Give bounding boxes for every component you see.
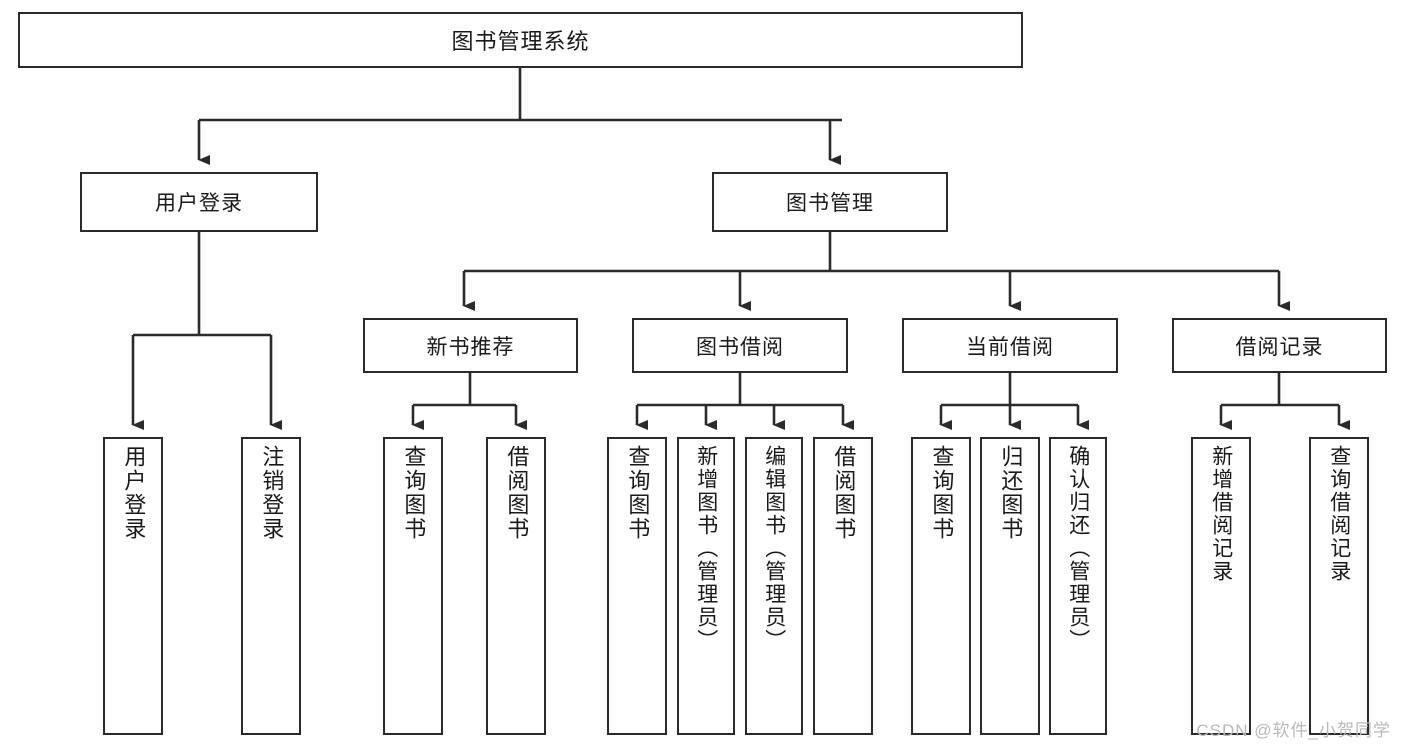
leaf-user-login-signout-label: 注销登录	[259, 445, 285, 541]
node-book-management[interactable]: 图书管理	[712, 172, 948, 232]
leaf-user-login-signout[interactable]: 注销登录	[241, 437, 301, 735]
leaf-br-add-record-label: 新增借阅记录	[1209, 445, 1233, 583]
node-book-borrow[interactable]: 图书借阅	[632, 318, 848, 373]
leaf-cb-query-book-label: 查询图书	[929, 445, 955, 541]
leaf-bb-query-book[interactable]: 查询图书	[607, 437, 667, 735]
leaf-bb-edit-book-label: 编辑图书（管理员）	[762, 445, 786, 652]
leaf-br-query-record[interactable]: 查询借阅记录	[1309, 437, 1369, 735]
leaf-br-add-record[interactable]: 新增借阅记录	[1191, 437, 1251, 735]
leaf-nbr-query-book-label: 查询图书	[401, 445, 427, 541]
node-user-login[interactable]: 用户登录	[80, 172, 318, 232]
leaf-nbr-borrow-book[interactable]: 借阅图书	[486, 437, 546, 735]
leaf-bb-add-book[interactable]: 新增图书（管理员）	[677, 437, 735, 735]
leaf-bb-edit-book[interactable]: 编辑图书（管理员）	[745, 437, 803, 735]
leaf-bb-borrow-book[interactable]: 借阅图书	[813, 437, 873, 735]
node-new-book-recommend[interactable]: 新书推荐	[363, 318, 578, 373]
leaf-cb-return-book-label: 归还图书	[998, 445, 1024, 541]
leaf-br-query-record-label: 查询借阅记录	[1327, 445, 1351, 583]
leaf-bb-query-book-label: 查询图书	[625, 445, 651, 541]
leaf-cb-confirm-return[interactable]: 确认归还（管理员）	[1049, 437, 1107, 735]
node-user-login-label: 用户登录	[155, 192, 243, 215]
leaf-bb-add-book-label: 新增图书（管理员）	[694, 445, 718, 652]
node-book-borrow-label: 图书借阅	[696, 335, 784, 359]
leaf-user-login-signin-label: 用户登录	[121, 445, 147, 541]
node-root-system[interactable]: 图书管理系统	[18, 12, 1023, 68]
node-book-management-label: 图书管理	[786, 192, 874, 215]
leaf-nbr-query-book[interactable]: 查询图书	[383, 437, 443, 735]
node-root-system-label: 图书管理系统	[451, 29, 590, 54]
node-borrow-record-label: 借阅记录	[1235, 335, 1324, 359]
leaf-user-login-signin[interactable]: 用户登录	[103, 437, 163, 735]
node-current-borrow[interactable]: 当前借阅	[902, 318, 1118, 373]
leaf-cb-return-book[interactable]: 归还图书	[980, 437, 1040, 735]
leaf-bb-borrow-book-label: 借阅图书	[831, 445, 857, 541]
leaf-cb-query-book[interactable]: 查询图书	[911, 437, 971, 735]
node-borrow-record[interactable]: 借阅记录	[1172, 318, 1387, 373]
leaf-cb-confirm-return-label: 确认归还（管理员）	[1066, 445, 1090, 652]
leaf-nbr-borrow-book-label: 借阅图书	[504, 445, 530, 541]
csdn-watermark: CSDN @软件_小贺同学	[1196, 721, 1391, 740]
node-new-book-recommend-label: 新书推荐	[426, 335, 515, 359]
node-current-borrow-label: 当前借阅	[966, 335, 1054, 359]
